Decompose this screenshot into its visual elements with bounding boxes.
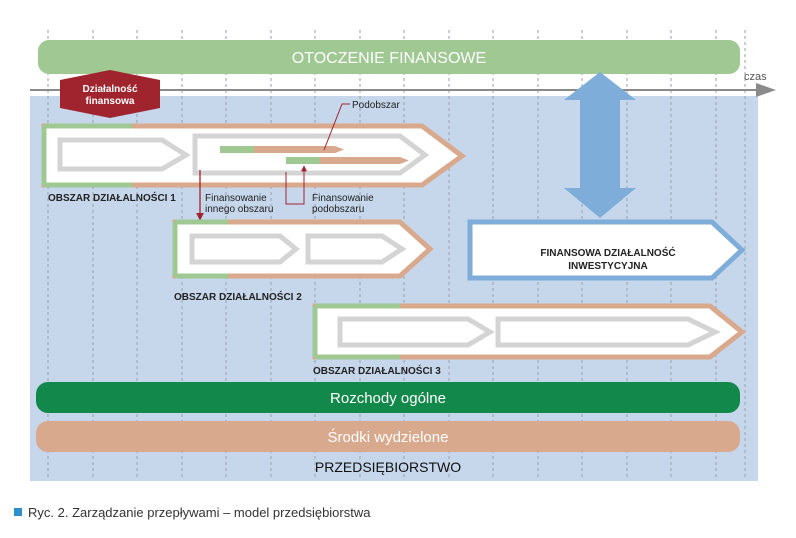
financial-environment-bar <box>38 40 740 74</box>
general-costs-bar <box>36 382 740 413</box>
environment-investment-arrow <box>564 72 636 218</box>
subarea-financing-line1: Finansowanie <box>312 193 374 204</box>
enterprise-label: PRZEDSIĘBIORSTWO <box>315 459 461 475</box>
area-2-gray-arrow-b <box>305 233 407 265</box>
area-3-gray-arrow-a <box>337 316 495 348</box>
caption-bullet-icon <box>14 508 22 516</box>
time-axis-label: czas <box>744 71 767 83</box>
area-2 <box>172 219 434 279</box>
subarea-callout-line <box>323 103 350 151</box>
subarea-callout-label: Podobszar <box>352 100 400 111</box>
allocated-funds-bar <box>36 421 740 452</box>
subarea-1-green <box>220 146 254 153</box>
subarea-2-green <box>286 157 320 164</box>
caption-text: Ryc. 2. Zarządzanie przepływami – model … <box>28 505 371 520</box>
financial-activity-label-line1: Działalność <box>82 84 137 95</box>
other-area-financing-line2: innego obszaru <box>205 204 273 215</box>
figure-caption: Ryc. 2. Zarządzanie przepływami – model … <box>14 505 370 520</box>
area-3 <box>312 303 747 360</box>
other-area-financing-line1: Finansowanie <box>205 193 267 204</box>
subarea-1-salmon <box>254 146 344 153</box>
investment-activity-line2: INWESTYCYJNA <box>568 261 647 272</box>
area-2-gray-arrow-a <box>189 233 300 265</box>
allocated-funds-label: Środki wydzielone <box>328 428 449 446</box>
investment-activity-arrow <box>467 219 746 281</box>
subarea-financing-line2: podobszaru <box>312 204 364 215</box>
subarea-financing-connector <box>285 165 307 205</box>
general-costs-label: Rozchody ogólne <box>330 390 446 407</box>
financial-activity-label-line2: finansowa <box>86 96 135 107</box>
investment-activity-line1: FINANSOWA DZIAŁALNOŚĆ <box>540 246 675 259</box>
area-3-gray-arrow-b <box>495 316 721 348</box>
financial-environment-label: OTOCZENIE FINANSOWE <box>292 50 486 67</box>
area-1-label: OBSZAR DZIAŁALNOŚCI 1 <box>48 191 176 204</box>
financial-activity-arrow <box>60 70 160 118</box>
area-1 <box>41 123 467 188</box>
area-1-gray-arrow-a <box>57 137 191 172</box>
area-1-gray-arrow-b <box>192 133 430 176</box>
area-2-label: OBSZAR DZIAŁALNOŚCI 2 <box>174 290 302 303</box>
area-3-label: OBSZAR DZIAŁALNOŚCI 3 <box>313 364 441 377</box>
subarea-2-salmon <box>320 157 409 164</box>
